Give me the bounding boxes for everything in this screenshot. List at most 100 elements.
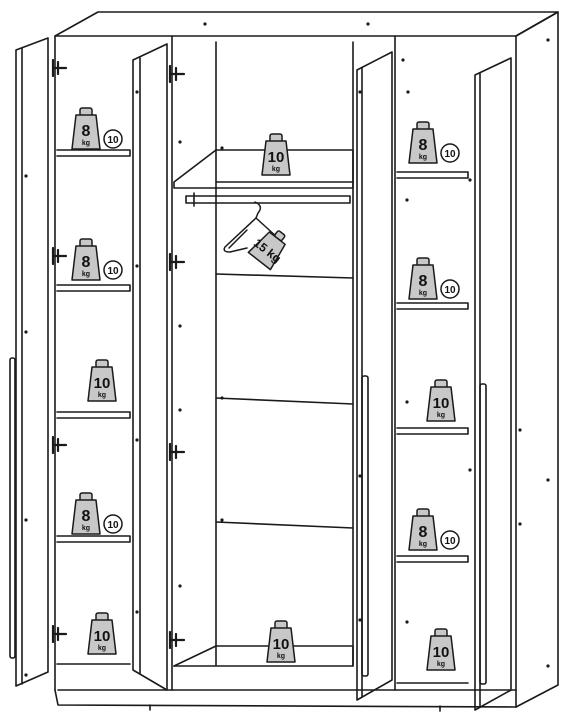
door-left-outer: [15, 37, 49, 687]
weight-unit: kg: [98, 645, 106, 652]
weight-icon: [261, 140, 291, 176]
weight-icon: [408, 264, 438, 300]
center-back-line-3: [215, 521, 354, 529]
center-floor: [173, 645, 354, 667]
load-limit-badge: [440, 143, 460, 163]
fixing-dot: [366, 22, 370, 26]
fixing-dot: [24, 673, 28, 677]
weight-value: 10: [433, 644, 450, 661]
hinge-icon: [168, 630, 186, 650]
fixing-dot: [518, 522, 522, 526]
right-shelf-1: [396, 171, 469, 179]
fixing-dot: [358, 474, 362, 478]
weight-icon: [408, 128, 438, 164]
center-back-line-1: [215, 273, 354, 279]
weight-unit: kg: [419, 290, 427, 297]
load-limit-badge: [440, 530, 460, 550]
weight-icon: [266, 627, 296, 663]
weight-value: 8: [82, 254, 91, 271]
fixing-dot: [220, 396, 224, 400]
fixing-dot: [518, 428, 522, 432]
weight-icon: [87, 366, 117, 402]
carcass-top: [54, 11, 559, 37]
weight-icon: [426, 386, 456, 422]
weight-icon: [87, 619, 117, 655]
fixing-dot: [405, 400, 409, 404]
fixing-dot: [135, 438, 139, 442]
weight-unit: kg: [419, 154, 427, 161]
weight-icon: [71, 114, 101, 150]
right-shelf-3: [396, 427, 469, 435]
load-limit-value: 10: [444, 285, 456, 296]
fixing-dot: [24, 174, 28, 178]
weight-icon: [71, 499, 101, 535]
weight-unit: kg: [82, 140, 90, 147]
weight-value: 8: [82, 508, 91, 525]
weight-unit: kg: [272, 166, 280, 173]
center-back-line-2: [215, 397, 354, 405]
door-handle-left-outer: [9, 357, 16, 659]
hinge-icon: [51, 435, 68, 455]
fixing-dot: [178, 408, 182, 412]
door-left-inner: [132, 43, 168, 691]
weight-value: 8: [82, 123, 91, 140]
fixing-dot: [405, 198, 409, 202]
hinge-icon: [51, 58, 68, 78]
weight-tag: 8kg 10: [408, 121, 460, 164]
fixing-points: [24, 22, 550, 677]
right-compartment-shelves: [396, 171, 469, 684]
weight-icon: [247, 231, 286, 271]
weight-unit: kg: [437, 661, 445, 668]
hinge-icon: [51, 624, 68, 644]
weight-value: 10: [273, 636, 290, 653]
fixing-dot: [405, 620, 409, 624]
weight-value: 8: [419, 524, 428, 541]
carcass-side-right: [515, 11, 559, 708]
fixing-dot: [546, 38, 550, 42]
fixing-dot: [546, 664, 550, 668]
weight-tag: 8kg 10: [71, 107, 123, 150]
fixing-dot: [135, 264, 139, 268]
weight-value: 10: [433, 395, 450, 412]
weight-icon: [408, 515, 438, 551]
fixing-dot: [220, 518, 224, 522]
wardrobe-partitions: [171, 35, 396, 691]
fixing-dot: [24, 518, 28, 522]
load-limit-value: 10: [107, 135, 119, 146]
center-top-shelf: [173, 149, 354, 189]
door-right-inner: [356, 51, 393, 701]
weight-value: 10: [94, 628, 111, 645]
fixing-dot: [135, 90, 139, 94]
fixing-dot: [203, 22, 207, 26]
weight-value: 10: [268, 149, 285, 166]
center-compartment: [173, 149, 354, 667]
left-shelf-3: [56, 411, 131, 419]
load-limit-value: 10: [107, 520, 119, 531]
weight-unit: kg: [82, 271, 90, 278]
door-handle-right-inner: [361, 375, 369, 677]
fixing-dot: [178, 324, 182, 328]
hinge-icon: [51, 246, 68, 266]
hinge-icon: [168, 252, 186, 272]
fixing-dot: [401, 58, 405, 62]
weight-unit: kg: [437, 412, 445, 419]
load-limit-value: 10: [107, 266, 119, 277]
fixing-dot: [546, 478, 550, 482]
load-limit-value: 10: [444, 149, 456, 160]
weight-value: 8: [419, 137, 428, 154]
right-shelf-4: [396, 555, 469, 563]
fixing-dot: [24, 330, 28, 334]
fixing-dot: [358, 90, 362, 94]
fixing-dot: [178, 140, 182, 144]
right-shelf-2: [396, 302, 469, 310]
load-limit-badge: [103, 260, 123, 280]
